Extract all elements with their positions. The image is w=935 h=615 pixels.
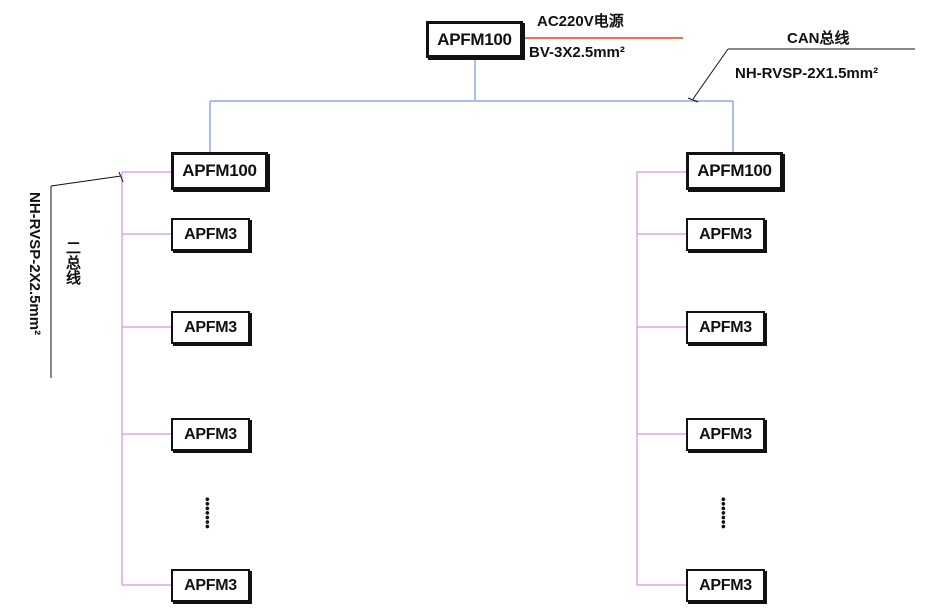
left-ellipsis: ••••••• xyxy=(200,497,215,529)
right-module-box: APFM3 xyxy=(686,569,765,602)
left-module-box: APFM3 xyxy=(171,569,250,602)
bus-leader-diagonal xyxy=(50,175,122,187)
bus-leader-tick xyxy=(118,171,124,183)
right-module-box: APFM3 xyxy=(686,418,765,451)
power-label: AC220V电源 xyxy=(537,13,624,30)
top-controller-box: APFM100 xyxy=(426,21,523,58)
can-cable-label: NH-RVSP-2X1.5mm² xyxy=(735,65,879,82)
two-bus-cable-label: NH-RVSP-2X2.5mm² xyxy=(26,192,43,336)
two-bus-label: 二总线 xyxy=(64,240,81,285)
right-module-box: APFM3 xyxy=(686,218,765,251)
can-leader-diagonal xyxy=(692,48,729,100)
can-bus-label: CAN总线 xyxy=(787,30,850,47)
left-module-box: APFM3 xyxy=(171,418,250,451)
left-master-box: APFM100 xyxy=(171,152,268,190)
right-ellipsis: ••••••• xyxy=(716,497,731,529)
right-module-box: APFM3 xyxy=(686,311,765,344)
can-leader-tick xyxy=(687,97,699,103)
left-module-box: APFM3 xyxy=(171,218,250,251)
left-module-box: APFM3 xyxy=(171,311,250,344)
power-cable-label: BV-3X2.5mm² xyxy=(529,44,625,61)
right-master-box: APFM100 xyxy=(686,152,783,190)
